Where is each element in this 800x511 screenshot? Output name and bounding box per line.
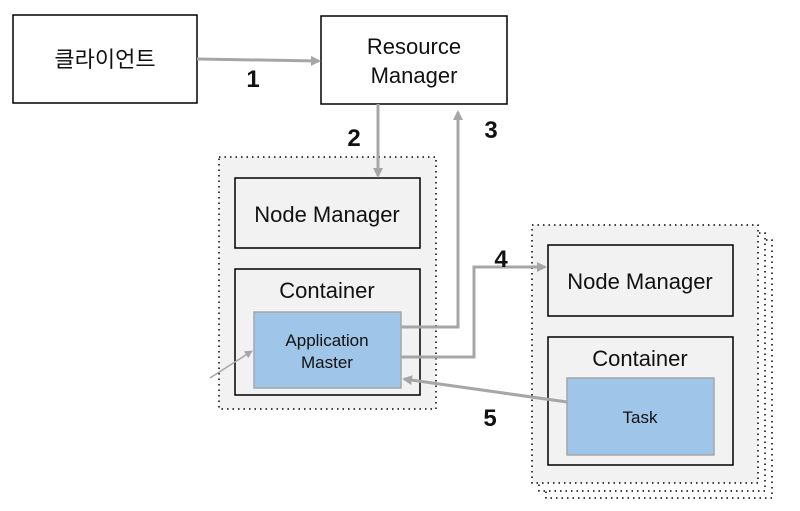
node-2-node-manager-label: Node Manager <box>567 269 713 294</box>
task-box: Task <box>566 377 715 456</box>
application-master-label-line1: Application <box>285 331 368 350</box>
node-1: Node Manager Container Application Maste… <box>218 156 437 410</box>
arrow-client-to-resource-manager <box>196 55 321 66</box>
arrow-app-master-to-node-manager <box>401 262 547 359</box>
node-2-container-label: Container <box>592 346 687 371</box>
step-3-label: 3 <box>484 117 497 144</box>
application-master-box: Application Master <box>253 311 402 389</box>
task-label: Task <box>623 408 658 427</box>
application-master-label-line2: Master <box>301 353 353 372</box>
node-2-container-box: Container Task <box>547 336 734 466</box>
node-1-node-manager-box: Node Manager <box>234 177 421 249</box>
client-label: 클라이언트 <box>54 47 155 72</box>
step-5-label: 5 <box>483 405 496 432</box>
node-1-node-manager-label: Node Manager <box>254 202 400 227</box>
node-2-node-manager-box: Node Manager <box>547 244 734 317</box>
step-2-label: 2 <box>347 125 360 152</box>
step-1-label: 1 <box>246 66 259 93</box>
resource-manager-label-line2: Manager <box>371 63 458 88</box>
arrow-launch-app-master <box>209 350 253 379</box>
resource-manager-label-line1: Resource <box>367 34 461 59</box>
node-1-container-label: Container <box>279 278 374 303</box>
arrow-app-master-to-resource-manager <box>401 110 463 329</box>
client-box: 클라이언트 <box>12 14 198 104</box>
arrow-task-to-app-master <box>402 375 568 404</box>
node-2: Node Manager Container Task <box>531 224 773 499</box>
step-4-label: 4 <box>494 246 508 273</box>
node-1-container-box: Container Application Master <box>234 268 421 396</box>
resource-manager-box: Resource Manager <box>320 15 508 105</box>
